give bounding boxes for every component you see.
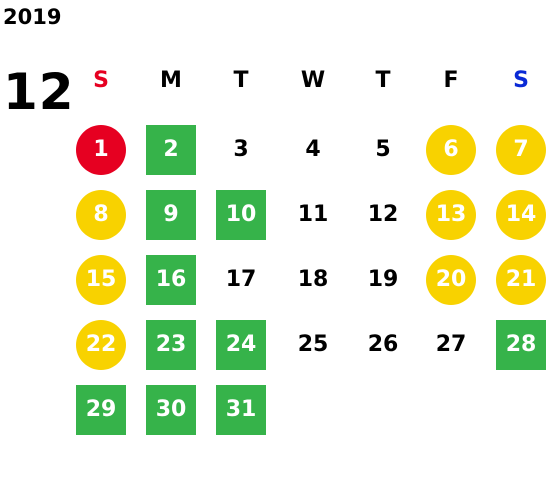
calendar-day-21[interactable]: 21 — [496, 255, 546, 305]
calendar-day-15[interactable]: 15 — [76, 255, 126, 305]
calendar-day-24[interactable]: 24 — [216, 320, 266, 370]
calendar-day-26[interactable]: 26 — [367, 332, 399, 357]
weekday-thu: T — [375, 68, 391, 93]
weekday-fri: F — [443, 68, 459, 93]
calendar-day-10[interactable]: 10 — [216, 190, 266, 240]
calendar-day-7[interactable]: 7 — [496, 125, 546, 175]
calendar-year: 2019 — [3, 5, 62, 29]
calendar-day-1[interactable]: 1 — [76, 125, 126, 175]
calendar-day-5[interactable]: 5 — [375, 137, 391, 162]
calendar-day-31[interactable]: 31 — [216, 385, 266, 435]
calendar-day-11[interactable]: 11 — [297, 202, 329, 227]
calendar-day-29[interactable]: 29 — [76, 385, 126, 435]
calendar-day-30[interactable]: 30 — [146, 385, 196, 435]
calendar-day-18[interactable]: 18 — [297, 267, 329, 292]
calendar-day-27[interactable]: 27 — [435, 332, 467, 357]
calendar-day-2[interactable]: 2 — [146, 125, 196, 175]
calendar-day-16[interactable]: 16 — [146, 255, 196, 305]
calendar-day-8[interactable]: 8 — [76, 190, 126, 240]
calendar-day-3[interactable]: 3 — [233, 137, 249, 162]
calendar-day-6[interactable]: 6 — [426, 125, 476, 175]
calendar-day-19[interactable]: 19 — [367, 267, 399, 292]
weekday-sat: S — [513, 68, 529, 93]
calendar-day-9[interactable]: 9 — [146, 190, 196, 240]
calendar-day-13[interactable]: 13 — [426, 190, 476, 240]
weekday-tue: T — [233, 68, 249, 93]
calendar-day-25[interactable]: 25 — [297, 332, 329, 357]
calendar-day-4[interactable]: 4 — [305, 137, 321, 162]
calendar-day-23[interactable]: 23 — [146, 320, 196, 370]
calendar-day-14[interactable]: 14 — [496, 190, 546, 240]
weekday-wed: W — [300, 68, 326, 93]
weekday-sun: S — [93, 68, 109, 93]
weekday-mon: M — [160, 68, 182, 93]
calendar-day-20[interactable]: 20 — [426, 255, 476, 305]
calendar-day-28[interactable]: 28 — [496, 320, 546, 370]
calendar-day-12[interactable]: 12 — [367, 202, 399, 227]
calendar-day-22[interactable]: 22 — [76, 320, 126, 370]
calendar-month: 12 — [3, 63, 75, 121]
calendar-day-17[interactable]: 17 — [225, 267, 257, 292]
